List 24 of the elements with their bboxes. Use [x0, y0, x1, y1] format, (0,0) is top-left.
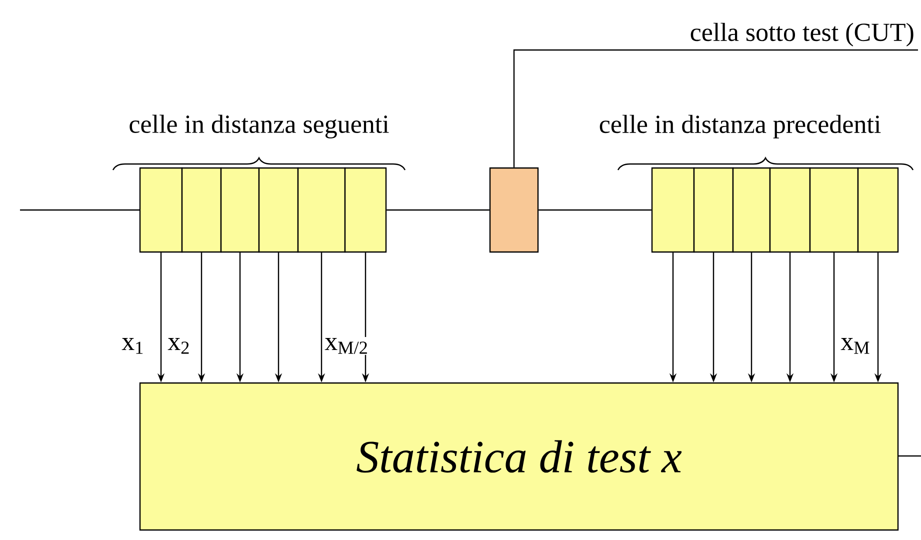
range-cell	[344, 167, 387, 253]
range-cell	[809, 167, 859, 253]
signal-line	[386, 209, 490, 211]
range-label: celle in distanza precedenti	[600, 114, 881, 138]
range-cell	[857, 167, 899, 253]
callout-text: cella sotto test (CUT)	[690, 22, 914, 46]
signal-label: x$_{M/2}$	[324, 338, 367, 354]
range-cell	[769, 167, 811, 253]
range-cell	[651, 167, 695, 253]
leader-line	[513, 49, 918, 168]
range-label: celle in distanza seguenti	[130, 114, 389, 138]
test-statistic-box: Statistica di test x	[139, 382, 899, 531]
signal-label: x$_{1}$	[122, 338, 143, 354]
signal-label: x$_{2}$	[168, 338, 189, 354]
range-cell	[732, 167, 771, 253]
range-cell	[258, 167, 299, 253]
range-cell	[139, 167, 183, 253]
signal-label: x$_{M}$	[840, 338, 870, 354]
range-cell	[220, 167, 260, 253]
test-cell	[489, 167, 539, 253]
range-cell	[297, 167, 346, 253]
signal-line	[538, 209, 652, 211]
range-cell	[181, 167, 222, 253]
range-cell	[693, 167, 734, 253]
